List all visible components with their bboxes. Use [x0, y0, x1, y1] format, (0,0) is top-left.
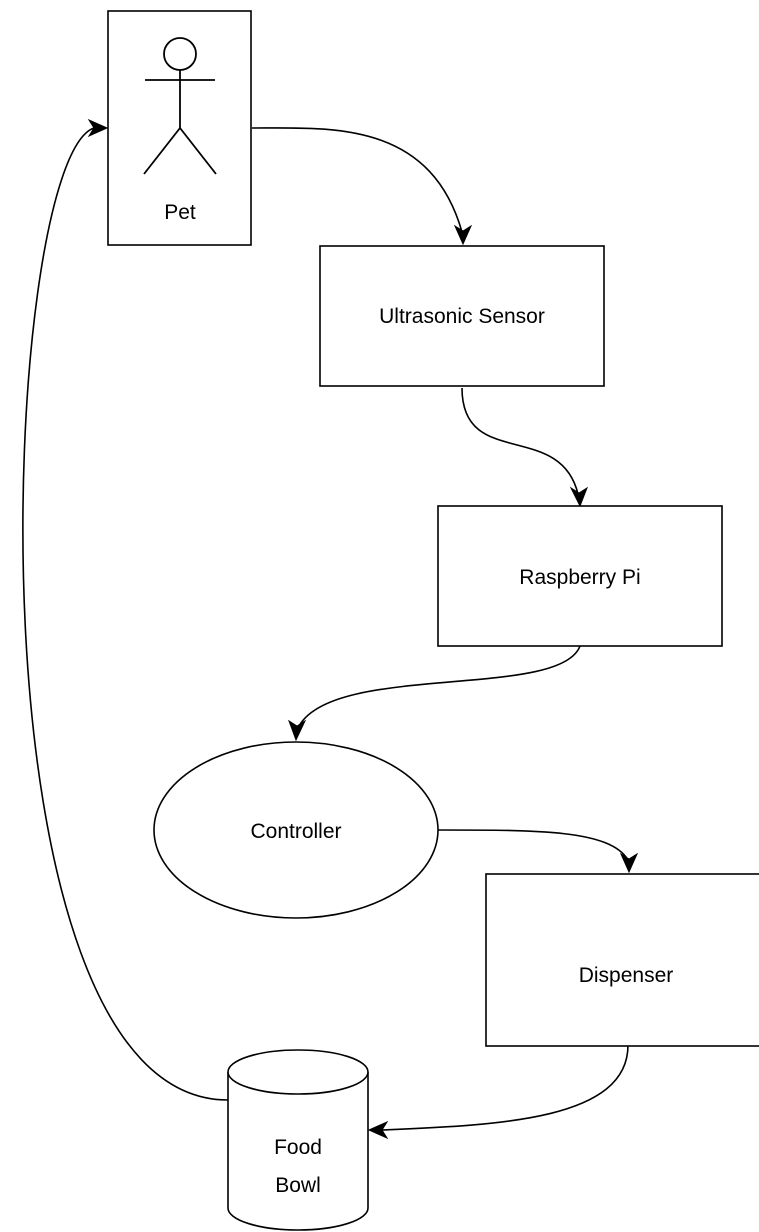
arrowhead [87, 118, 109, 138]
controller-ellipse [153, 741, 439, 919]
person-icon [143, 37, 217, 175]
raspberry-pi-label: Raspberry Pi [519, 566, 640, 589]
node-pet: Pet [107, 10, 252, 246]
node-ultrasonic-sensor: Ultrasonic Sensor [319, 245, 605, 387]
food-bowl-label-line2: Bowl [275, 1174, 321, 1197]
node-food-bowl: Food Bowl [227, 1049, 369, 1231]
edge-raspberry-pi-to-controller [288, 645, 581, 742]
food-bowl-top [227, 1049, 369, 1095]
edge-line [437, 829, 629, 861]
arrowhead [367, 1120, 389, 1140]
edge-pet-to-ultrasonic-sensor [251, 127, 473, 246]
arrowhead [288, 719, 307, 742]
edge-ultrasonic-sensor-to-raspberry-pi [461, 387, 589, 508]
food-bowl-body [227, 1072, 369, 1231]
edge-dispenser-to-food-bowl [367, 1044, 629, 1140]
raspberry-pi-box [437, 505, 723, 647]
edge-line [461, 387, 579, 495]
edge-food-bowl-to-pet [22, 118, 229, 1101]
dispenser-label: Dispenser [579, 964, 674, 987]
ultrasonic-sensor-box [319, 245, 605, 387]
node-dispenser: Dispenser [485, 873, 759, 1047]
arrowhead [453, 224, 473, 246]
node-controller: Controller [153, 741, 439, 919]
node-raspberry-pi: Raspberry Pi [437, 505, 723, 647]
dispenser-box [485, 873, 759, 1047]
ultrasonic-sensor-label: Ultrasonic Sensor [379, 305, 545, 328]
edge-line [297, 645, 581, 729]
edge-controller-to-dispenser [437, 829, 639, 874]
pet-label: Pet [164, 201, 196, 224]
edge-line [251, 127, 463, 233]
controller-label: Controller [250, 820, 341, 843]
food-bowl-label-line1: Food [274, 1136, 322, 1159]
arrowhead [569, 486, 589, 508]
edge-line [381, 1044, 629, 1131]
arrowhead [619, 852, 639, 874]
edge-line [22, 127, 229, 1101]
